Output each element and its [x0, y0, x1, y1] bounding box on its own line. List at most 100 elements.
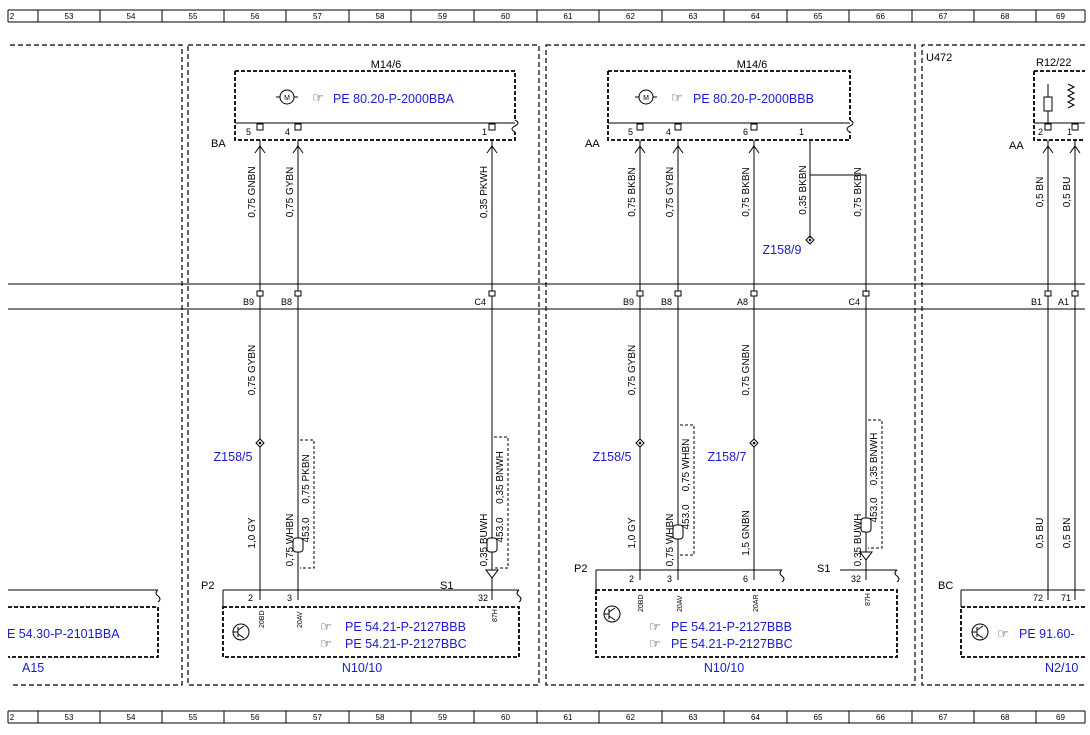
wire-color-label: 0,35 BUWH	[479, 514, 490, 567]
section-box-right	[545, 44, 916, 686]
component-m14-6-left: M ☞ PE 80.20-P-2000BBA M14/6 BA 5 4 1	[211, 59, 519, 150]
connector-pin-box	[256, 123, 264, 131]
pin-2: 2	[1038, 127, 1043, 137]
doc-link-pe-54-30-p-2101bba[interactable]: E 54.30-P-2101BBA	[7, 627, 120, 641]
grid-label: 56	[251, 713, 260, 722]
wire-color-label: 0,5 BU	[1035, 518, 1046, 549]
bar-pin-label: C4	[474, 297, 486, 307]
pin-4: 4	[285, 127, 290, 137]
wire-color-label: 0,75 GYBN	[627, 345, 638, 396]
doc-link-pe-54-21-2127bbc[interactable]: PE 54.21-P-2127BBC	[345, 637, 467, 651]
wire-color-label: 0,75 WHBN	[665, 514, 676, 567]
shield-code: 453.0	[681, 504, 692, 529]
pin-code-87h: 87H	[865, 593, 872, 606]
grid-label: 63	[689, 713, 698, 722]
wire-color-label: 1,0 GY	[627, 517, 638, 548]
connector-label-s1: S1	[817, 563, 830, 575]
connector-arrow	[486, 145, 498, 154]
wire-color-label: 0,35 BNWH	[495, 451, 506, 504]
grid-label: 63	[689, 12, 698, 21]
pointing-hand-icon: ☞	[312, 90, 324, 105]
bar-pin-box	[256, 290, 264, 297]
component-label-m14-6: M14/6	[737, 59, 768, 71]
wire-color-label: 0,75 GYBN	[285, 167, 296, 218]
shield-outline	[680, 424, 695, 556]
module-label-n2-10[interactable]: N2/10	[1045, 661, 1078, 675]
wire-color-label: 0,35 BUWH	[853, 514, 864, 567]
connector-pin-box	[294, 123, 302, 131]
connector-label-ba: BA	[211, 138, 226, 150]
grid-label: 66	[876, 12, 885, 21]
grid-label: 68	[1001, 713, 1010, 722]
wire-color-label: 0,75 BKBN	[627, 167, 638, 216]
pin-32: 32	[478, 593, 488, 603]
bar-pin-label: B9	[243, 297, 254, 307]
splice-label: Z158/5	[593, 450, 632, 464]
bar-pin-label: B1	[1031, 297, 1042, 307]
connector-label-p2: P2	[574, 563, 587, 575]
section-box-middle	[187, 44, 540, 686]
wire-color-label: 0,75 GYBN	[665, 167, 676, 218]
connector-pin-box	[636, 123, 644, 131]
pin-3: 3	[287, 593, 292, 603]
doc-link-pe-80-20-2000bba[interactable]: PE 80.20-P-2000BBA	[333, 92, 455, 106]
grid-label: 58	[376, 12, 385, 21]
grid-label: 66	[876, 713, 885, 722]
grid-label: 2	[10, 713, 15, 722]
ground-arrow	[485, 569, 499, 579]
doc-link-pe-54-21-2127bbb[interactable]: PE 54.21-P-2127BBB	[671, 620, 792, 634]
module-n10-10-right: P2 S1 2 3 6 32 20BD 20AV 20AR 87H ☞ PE 5…	[574, 563, 900, 675]
connector-arrow	[292, 145, 304, 154]
pointing-hand-icon: ☞	[649, 619, 661, 634]
wire-color-label: 0,75 GNBN	[247, 166, 258, 217]
grid-label: 53	[65, 713, 74, 722]
pin-1: 1	[1067, 127, 1072, 137]
wire-color-label: 0,35 PKWH	[479, 166, 490, 218]
wire-color-label: 1,0 GY	[247, 517, 258, 548]
connector-label-s1: S1	[440, 580, 453, 592]
connector-label-aa: AA	[585, 138, 600, 150]
pin-2: 2	[248, 593, 253, 603]
doc-link-pe-54-21-2127bbb[interactable]: PE 54.21-P-2127BBB	[345, 620, 466, 634]
doc-link-pe-80-20-2000bbb[interactable]: PE 80.20-P-2000BBB	[693, 92, 814, 106]
shield-code: 453.0	[869, 497, 880, 522]
wire-color-label: 0,35 BKBN	[798, 165, 809, 214]
splice-dot	[808, 238, 812, 242]
resistor-icon	[1043, 96, 1053, 112]
wire-color-label: 0,75 WHBN	[285, 514, 296, 567]
grid-label: 61	[564, 12, 573, 21]
motor-icon-m: M	[643, 95, 649, 102]
doc-link-pe-91-60[interactable]: PE 91.60-	[1019, 627, 1075, 641]
pin-2: 2	[629, 574, 634, 584]
section-box-left	[10, 44, 183, 686]
connector-label-aa: AA	[1009, 140, 1024, 152]
bar-pin-box	[750, 290, 758, 297]
pointing-hand-icon: ☞	[649, 636, 661, 651]
wire-color-label: 0,35 BNWH	[869, 433, 880, 486]
module-label-n10-10[interactable]: N10/10	[704, 661, 744, 675]
splice-dot	[752, 441, 756, 445]
module-label-a15[interactable]: A15	[22, 661, 44, 675]
wire-color-label: 0,75 WHBN	[681, 439, 692, 492]
wire-color-label: 0,5 BN	[1035, 177, 1046, 208]
shield-code: 453.0	[495, 517, 506, 542]
connector-arrow	[748, 145, 760, 154]
module-label-n10-10[interactable]: N10/10	[342, 661, 382, 675]
pin-4: 4	[666, 127, 671, 137]
pointing-hand-icon: ☞	[320, 636, 332, 651]
bar-pin-box	[674, 290, 682, 297]
module-n2-10: BC 72 71 ☞ PE 91.60- N2/10	[938, 580, 1085, 675]
pin-72: 72	[1033, 593, 1043, 603]
wire-color-label: 0,75 GNBN	[741, 344, 752, 395]
doc-link-pe-54-21-2127bbc[interactable]: PE 54.21-P-2127BBC	[671, 637, 793, 651]
grid-label: 62	[626, 713, 635, 722]
grid-label: 59	[438, 713, 447, 722]
